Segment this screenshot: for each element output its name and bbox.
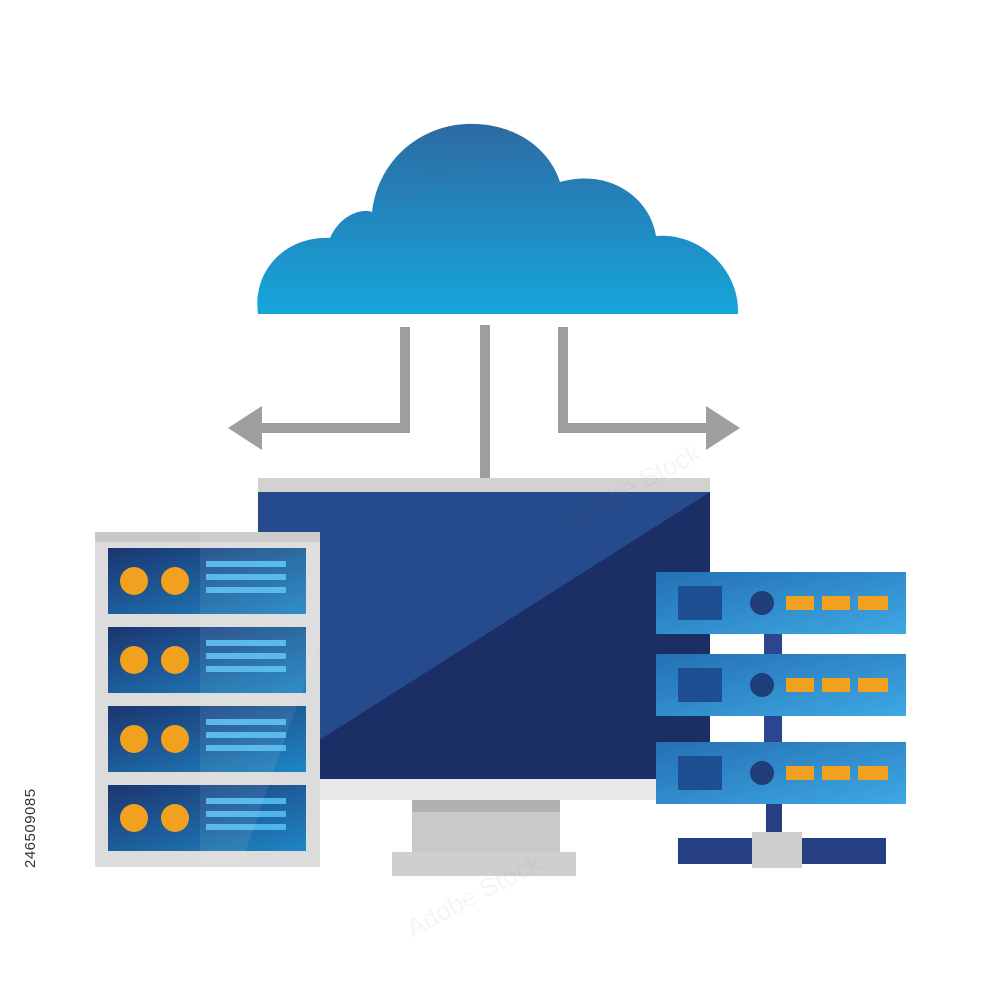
rack-drive [108,548,306,614]
network-server-icon [656,572,906,868]
server-unit [656,572,906,634]
arrow-right-icon [558,327,740,450]
stock-id-label: 246509085 [22,788,39,868]
rack-drive [108,785,306,851]
cloud-icon [257,123,739,314]
server-unit [656,742,906,804]
monitor-icon [258,478,710,876]
arrow-left-icon [228,327,410,450]
server-unit [656,654,906,716]
rack-drive [108,627,306,693]
server-rack-icon [95,532,320,867]
rack-drive [108,706,306,772]
